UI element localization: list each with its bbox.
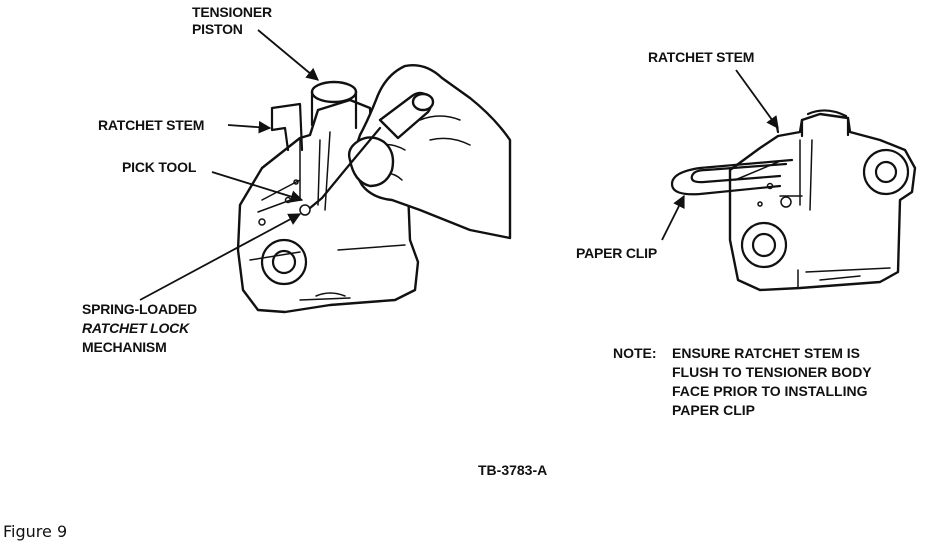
arrow-tensioner-piston <box>257 29 319 81</box>
left-illustration <box>236 64 512 314</box>
label-tensioner-piston-1: TENSIONER <box>192 4 272 20</box>
left-bottom-slot <box>315 292 346 297</box>
right-bolt-hole-inner <box>751 232 777 258</box>
arrow-paper-clip <box>661 194 685 241</box>
label-spring-loaded-3: MECHANISM <box>82 339 167 355</box>
note-line-2: FLUSH TO TENSIONER BODY <box>672 364 872 380</box>
arrow-ratchet-stem-left <box>227 120 272 134</box>
arrow-ratchet-stem-right <box>735 69 779 130</box>
label-tensioner-piston-2: PISTON <box>192 21 243 37</box>
left-pick-tool-shaft <box>308 126 382 210</box>
left-small-hole-1 <box>258 218 266 226</box>
left-pick-tool-cap <box>411 92 435 112</box>
note-line-1: ENSURE RATCHET STEM IS <box>672 345 860 361</box>
label-spring-loaded-2: RATCHET LOCK <box>82 320 190 336</box>
label-ratchet-stem-right: RATCHET STEM <box>648 49 754 65</box>
figure-caption: Figure 9 <box>3 522 67 541</box>
left-lock-hole <box>299 204 311 216</box>
note-prefix: NOTE: <box>613 345 657 361</box>
label-ratchet-stem-left: RATCHET STEM <box>98 117 204 133</box>
right-illustration <box>670 109 917 292</box>
right-top-block <box>800 109 850 138</box>
left-hand <box>352 64 512 240</box>
left-ratchet-stem <box>270 102 304 152</box>
left-bolt-hole-inner <box>271 249 297 275</box>
right-tensioner-body <box>728 112 917 292</box>
label-spring-loaded-1: SPRING-LOADED <box>82 301 197 317</box>
label-pick-tool: PICK TOOL <box>122 159 197 175</box>
label-paper-clip: PAPER CLIP <box>576 245 657 261</box>
right-bolt-hole-outer <box>740 221 788 269</box>
right-lock-hole <box>780 196 792 208</box>
arrow-pick-tool <box>211 171 304 203</box>
left-bolt-hole-outer <box>260 238 308 286</box>
right-labels: RATCHET STEM PAPER CLIP NOTE: ENSURE RAT… <box>576 49 872 418</box>
left-thumb <box>347 136 395 188</box>
note-line-3: FACE PRIOR TO INSTALLING <box>672 383 868 399</box>
left-piston-top <box>310 80 358 104</box>
left-small-hole-3 <box>293 179 299 185</box>
arrow-spring-loaded <box>139 213 302 301</box>
right-ear-outer <box>862 148 910 196</box>
left-piston-cylinder <box>310 90 358 130</box>
right-ear-inner <box>874 160 898 184</box>
figure-code: TB-3783-A <box>478 462 547 478</box>
note-line-4: PAPER CLIP <box>672 402 755 418</box>
right-paper-clip <box>670 158 794 196</box>
left-labels: TENSIONER PISTON RATCHET STEM PICK TOOL … <box>82 4 319 355</box>
right-small-hole-2 <box>757 201 763 207</box>
right-body-edges <box>734 139 891 289</box>
